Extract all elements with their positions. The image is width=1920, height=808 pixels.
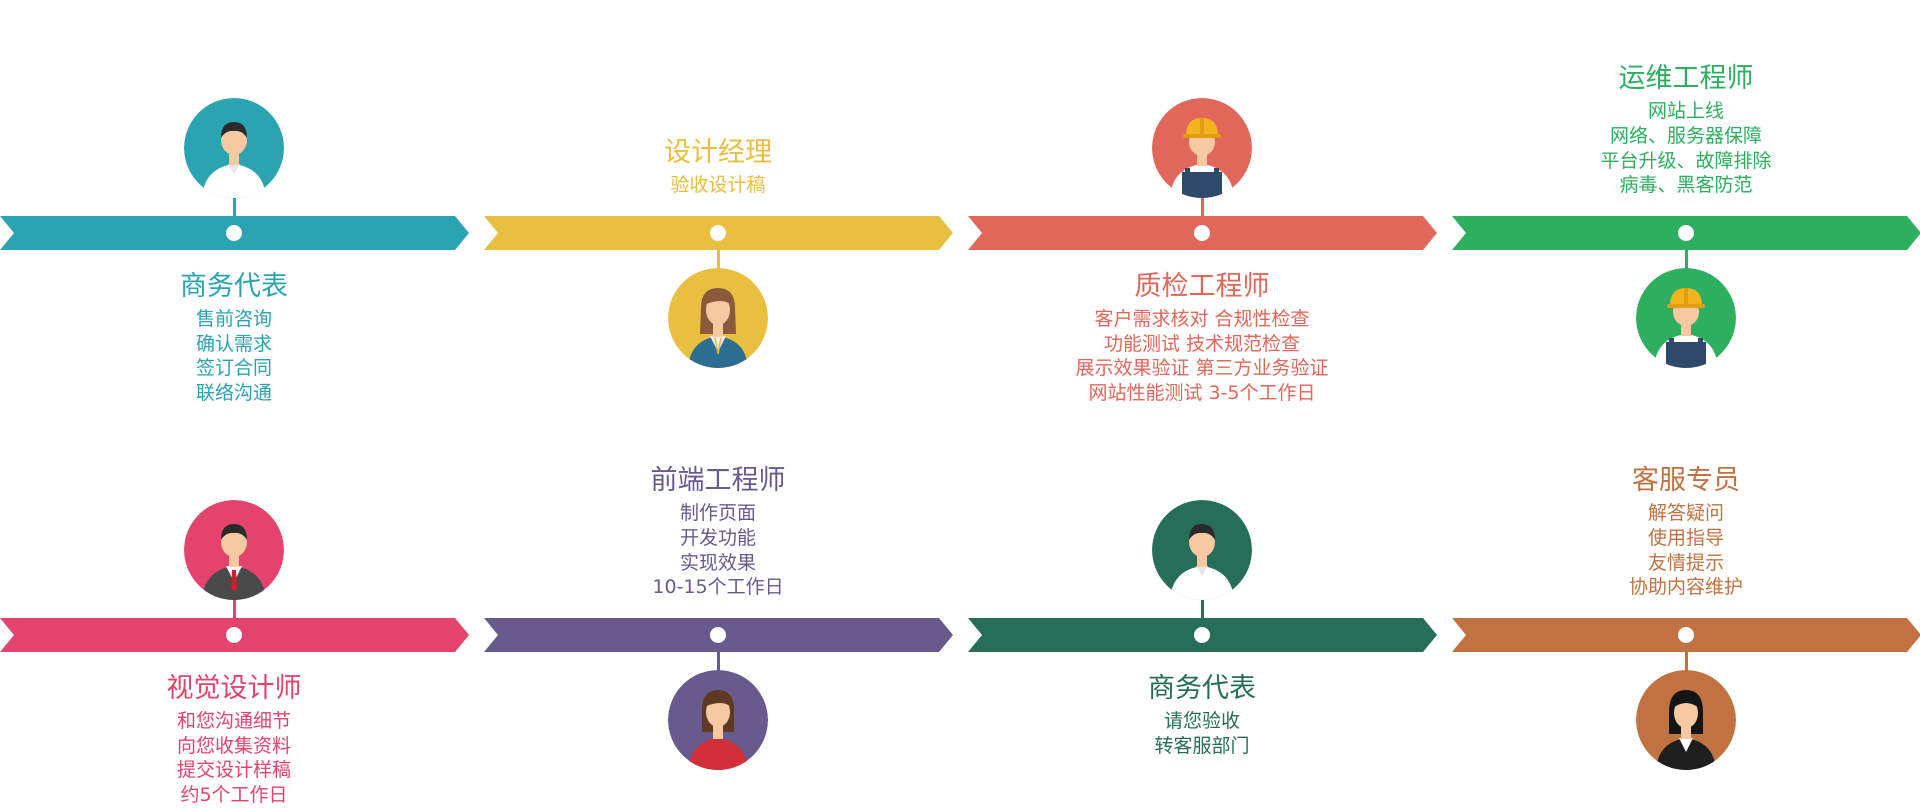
step-task-line: 转客服部门 xyxy=(1154,734,1250,757)
step-node-dot xyxy=(710,627,726,643)
step-task-line: 制作页面 xyxy=(679,502,756,525)
step-node-dot xyxy=(226,627,242,643)
step-task-line: 网络、服务器保障 xyxy=(1609,124,1762,147)
step-node-dot xyxy=(1194,225,1210,241)
avatar-connector xyxy=(232,596,236,622)
step-caption: 视觉设计师和您沟通细节向您收集资料提交设计样稿约5个工作日 xyxy=(64,672,404,808)
step-task-line: 使用指导 xyxy=(1647,526,1724,549)
businessman-avatar-icon xyxy=(1152,500,1252,600)
step-task-line: 展示效果验证 第三方业务验证 xyxy=(1075,357,1329,380)
businesswoman-avatar-icon xyxy=(668,268,768,368)
step-task-line: 功能测试 技术规范检查 xyxy=(1103,332,1301,355)
step-role-title: 商务代表 xyxy=(180,271,288,302)
step-task-line: 提交设计样稿 xyxy=(176,759,291,782)
step-caption: 运维工程师网站上线网络、服务器保障平台升级、故障排除病毒、黑客防范 xyxy=(1516,62,1856,198)
avatar-connector xyxy=(1684,246,1688,272)
step-task-line: 联络沟通 xyxy=(195,382,272,405)
avatar-connector xyxy=(716,246,720,272)
step-task-line: 病毒、黑客防范 xyxy=(1619,174,1753,197)
step-task-line: 开发功能 xyxy=(679,526,756,549)
avatar-connector xyxy=(1684,648,1688,674)
step-task-line: 协助内容维护 xyxy=(1628,576,1743,599)
step-task-line: 向您收集资料 xyxy=(176,734,291,757)
step-role-title: 视觉设计师 xyxy=(166,673,302,704)
avatar-connector xyxy=(716,648,720,674)
step-node-dot xyxy=(1678,225,1694,241)
step-task-line: 解答疑问 xyxy=(1647,502,1724,525)
avatar-connector xyxy=(232,194,236,220)
step-task-line: 网站性能测试 3-5个工作日 xyxy=(1088,382,1316,405)
step-node-dot xyxy=(1678,627,1694,643)
step-task-line: 确认需求 xyxy=(195,332,272,355)
step-task-line: 平台升级、故障排除 xyxy=(1600,149,1772,172)
suit-tie-man-avatar-icon xyxy=(184,500,284,600)
step-role-title: 设计经理 xyxy=(664,137,772,169)
step-node-dot xyxy=(710,225,726,241)
step-role-title: 商务代表 xyxy=(1148,673,1256,704)
step-role-title: 前端工程师 xyxy=(650,465,786,497)
step-task-line: 实现效果 xyxy=(679,551,756,574)
woman-red-top-avatar-icon xyxy=(668,670,768,770)
step-task-line: 约5个工作日 xyxy=(180,784,288,807)
step-node-dot xyxy=(226,225,242,241)
step-task-line: 验收设计稿 xyxy=(670,174,766,197)
hardhat-worker-avatar-icon xyxy=(1636,268,1736,368)
step-caption: 质检工程师客户需求核对 合规性检查功能测试 技术规范检查展示效果验证 第三方业务… xyxy=(1032,270,1372,406)
step-role-title: 客服专员 xyxy=(1632,465,1740,497)
avatar-connector xyxy=(1200,596,1204,622)
step-task-line: 网站上线 xyxy=(1647,100,1724,123)
step-task-line: 友情提示 xyxy=(1647,551,1724,574)
step-task-line: 请您验收 xyxy=(1163,710,1240,732)
step-caption: 商务代表售前咨询确认需求签订合同联络沟通 xyxy=(64,270,404,406)
step-node-dot xyxy=(1194,627,1210,643)
step-task-line: 和您沟通细节 xyxy=(176,710,291,732)
hardhat-worker-avatar-icon xyxy=(1152,98,1252,198)
step-caption: 客服专员解答疑问使用指导友情提示协助内容维护 xyxy=(1516,464,1856,600)
step-caption: 商务代表请您验收转客服部门 xyxy=(1032,672,1372,758)
step-role-title: 运维工程师 xyxy=(1618,63,1754,95)
avatar-connector xyxy=(1200,194,1204,220)
businessman-avatar-icon xyxy=(184,98,284,198)
step-caption: 设计经理验收设计稿 xyxy=(548,136,888,198)
step-task-line: 客户需求核对 合规性检查 xyxy=(1094,308,1310,330)
step-role-title: 质检工程师 xyxy=(1134,271,1270,302)
step-task-line: 售前咨询 xyxy=(195,308,272,330)
step-task-line: 签订合同 xyxy=(195,357,272,380)
woman-black-suit-avatar-icon xyxy=(1636,670,1736,770)
step-task-line: 10-15个工作日 xyxy=(652,576,784,599)
